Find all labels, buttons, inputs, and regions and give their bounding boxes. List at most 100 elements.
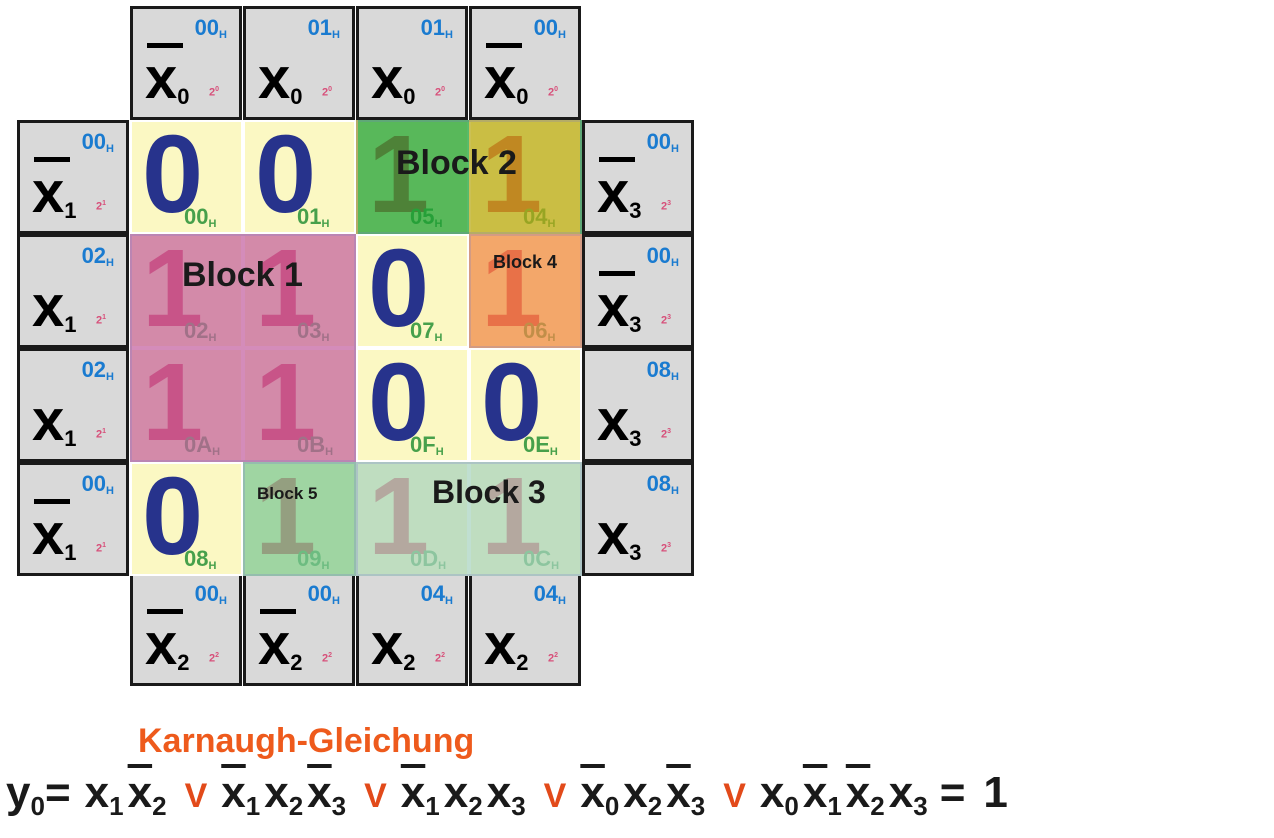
block-overlay [469,234,582,348]
variable-subscript: 3 [629,540,642,565]
variable-label: x2 [258,609,303,692]
cell-index-suffix: H [208,560,217,572]
variable-label: x3 [597,271,642,354]
block-overlay [130,234,356,462]
equation-title: Karnaugh-Gleichung [138,722,475,760]
literal-variable: x [759,768,785,817]
weight-label: 00H [195,581,227,607]
weight-value: 00 [194,581,220,606]
cell-index: 00H [184,204,216,230]
variable-name: x [597,160,630,225]
weight-value: 02 [81,243,107,268]
weight-base: H [219,595,227,607]
literal-variable: x [666,768,691,817]
variable-label: x1 [32,271,77,354]
weight-value: 00 [533,15,559,40]
weight-base: H [219,29,227,41]
variable-label: x1 [32,157,77,240]
variable-subscript: 1 [64,540,77,565]
negation-bar [260,609,296,614]
literal-variable: x [802,768,828,817]
literal-subscript: 0 [604,791,620,821]
power-label: 22 [322,652,332,665]
variable-subscript: 3 [629,198,642,223]
weight-value: 00 [81,471,107,496]
power-label: 22 [548,652,558,665]
weight-base: H [558,29,566,41]
literal-subscript: 1 [109,791,124,821]
cell-value: 0 [368,227,430,350]
negation-bar [147,43,183,48]
variable-subscript: 2 [290,650,303,675]
literal-subscript: 3 [690,791,706,821]
weight-base: H [106,485,114,497]
cell-value: 0 [142,113,204,236]
negation-bar [599,157,635,162]
power-base: 2 [208,653,216,665]
variable-name: x [145,46,178,111]
cell-index-value: 0F [410,432,436,457]
variable-subscript: 0 [403,84,416,109]
power-exponent: 3 [667,314,671,322]
power-base: 2 [660,543,668,555]
cell-index-suffix: H [435,446,444,458]
weight-base: H [671,257,679,269]
variable-subscript: 0 [290,84,303,109]
or-operator: V [364,777,387,815]
literal-subscript: 2 [870,791,885,821]
literal-variable: x [580,768,605,817]
block-overlay [356,120,582,234]
cell-value: 0 [142,455,204,578]
variable-name: x [258,46,291,111]
variable-name: x [32,502,65,567]
variable-name: x [371,612,404,677]
block-label: Block 1 [182,256,303,294]
power-label: 21 [96,314,106,327]
variable-label: x3 [597,385,642,468]
power-label: 20 [435,86,445,99]
weight-value: 01 [307,15,333,40]
block-label: Block 2 [396,144,517,182]
weight-label: 08H [647,471,679,497]
or-operator: V [543,777,567,815]
cell-index-value: 00 [184,204,209,229]
variable-subscript: 1 [64,426,77,451]
block-overlay [243,462,356,576]
literal-variable: x [400,768,426,817]
variable-label: x2 [484,609,529,692]
power-exponent: 0 [441,86,445,94]
variable-subscript: 0 [516,84,529,109]
variable-name: x [597,388,630,453]
power-label: 21 [96,428,106,441]
block-label: Block 3 [432,474,546,510]
weight-base: H [445,29,453,41]
weight-value: 00 [81,129,107,154]
literal-variable: x [264,768,289,817]
weight-label: 00H [534,15,566,41]
weight-label: 08H [647,357,679,383]
literal-variable: x [486,768,512,817]
cell-index-suffix: H [321,218,330,230]
weight-value: 01 [420,15,446,40]
variable-label: x0 [484,43,529,126]
power-base: 2 [321,87,329,99]
power-exponent: 3 [667,542,671,550]
block-overlay [356,462,582,576]
cell-index-value: 01 [297,204,322,229]
cell-index-suffix: H [208,218,217,230]
power-exponent: 1 [102,200,106,208]
weight-base: H [671,485,679,497]
power-base: 2 [95,429,103,441]
literal-variable: x [127,768,153,817]
